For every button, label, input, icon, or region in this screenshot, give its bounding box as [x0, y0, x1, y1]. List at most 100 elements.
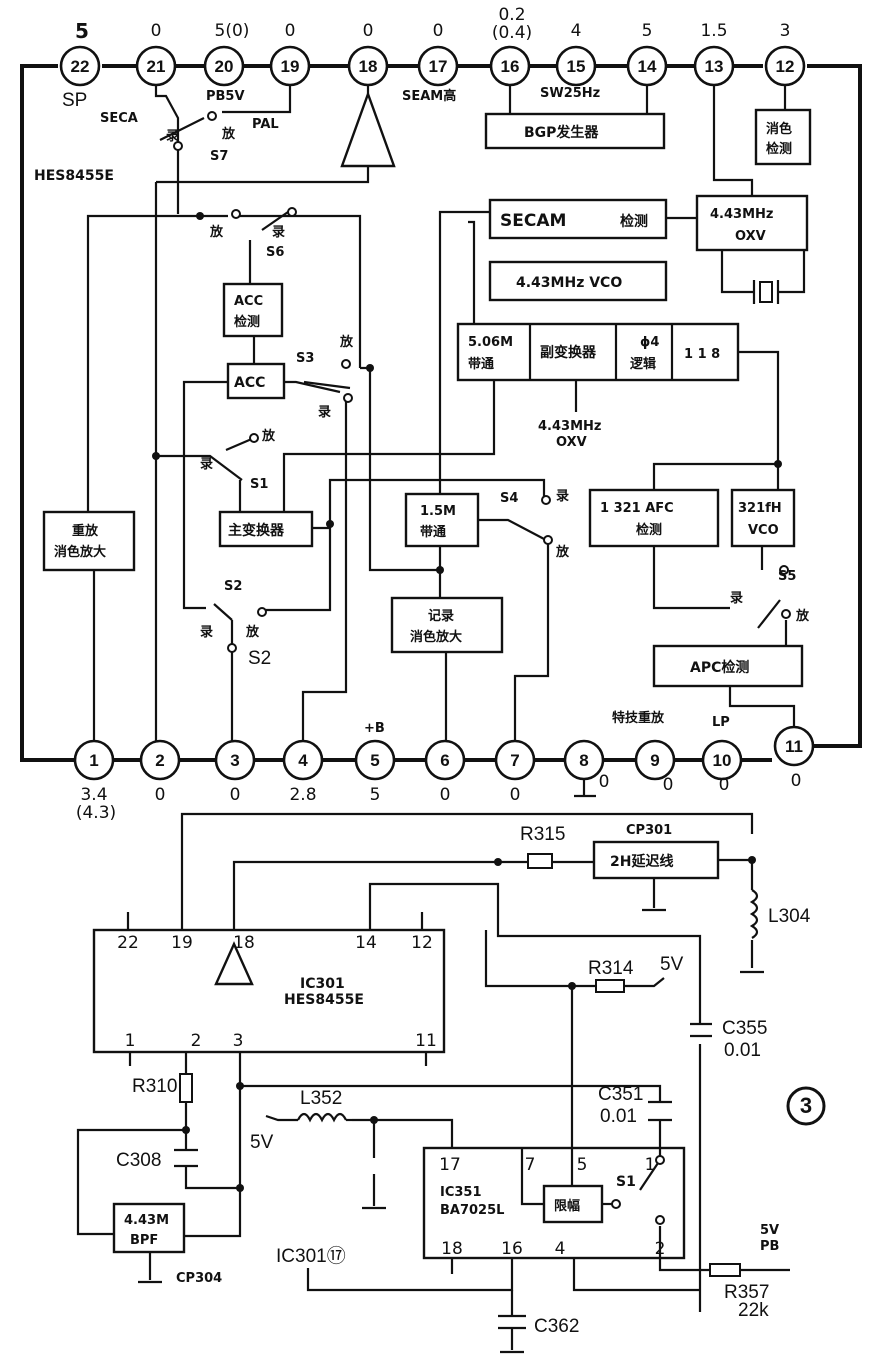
svg-text:OXV: OXV — [556, 435, 587, 450]
pin-number: 5 — [370, 751, 379, 770]
svg-text:R315: R315 — [520, 824, 565, 845]
svg-text:1: 1 — [125, 1031, 136, 1051]
pin-voltage: 5(0) — [215, 21, 250, 41]
subconverter-block: 5.06M 带通 副变换器 ϕ4 逻辑 1 1 8 — [456, 322, 740, 382]
svg-text:4.43MHz: 4.43MHz — [538, 419, 601, 434]
svg-text:0.01: 0.01 — [724, 1040, 761, 1061]
pin-number: 8 — [579, 751, 588, 770]
pin-voltage: 0 — [719, 775, 730, 795]
pin-number: 12 — [776, 57, 795, 76]
secam-detect-block: SECAM 检测 — [488, 198, 668, 240]
svg-text:副变换器: 副变换器 — [540, 344, 597, 361]
capacitor-c308: C308 — [116, 1148, 198, 1171]
top-pin-17: 17 0 SEAM高 — [402, 21, 459, 104]
pin-voltage: 0 — [440, 785, 451, 805]
switch-labels: SECA PAL 录 放 S7 放 录 S6 S3 放 录 放 录 S1 S2 … — [100, 111, 810, 669]
pin-voltage: 3.4 — [80, 785, 107, 805]
svg-text:CP304: CP304 — [176, 1271, 222, 1286]
svg-text:逻辑: 逻辑 — [630, 356, 656, 372]
pin-voltage: 0 — [791, 771, 802, 791]
ic301-block: IC301 HES8455E 22 19 18 14 12 1 2 3 11 — [92, 928, 446, 1054]
pin-number: 10 — [713, 751, 732, 770]
svg-text:主变换器: 主变换器 — [228, 522, 285, 539]
svg-text:PB: PB — [760, 1239, 779, 1254]
svg-text:检测: 检测 — [620, 213, 648, 230]
svg-text:S4: S4 — [500, 491, 518, 506]
top-pin-14: 14 5 — [626, 21, 668, 87]
pin-voltage: 0 — [663, 775, 674, 795]
svg-text:录: 录 — [730, 591, 743, 606]
svg-text:18: 18 — [233, 933, 255, 953]
svg-text:带通: 带通 — [468, 356, 494, 372]
bpf-block: 4.43M BPF CP304 — [112, 1202, 222, 1286]
svg-text:IC301: IC301 — [300, 976, 345, 992]
svg-text:BGP发生器: BGP发生器 — [524, 124, 599, 141]
chip-label: HES8455E — [34, 168, 114, 184]
pin-voltage: 0 — [510, 785, 521, 805]
svg-text:11: 11 — [415, 1031, 437, 1051]
pin-voltage: 0 — [363, 21, 374, 41]
top-pin-12: 12 3 — [764, 21, 806, 87]
svg-text:BPF: BPF — [130, 1233, 158, 1248]
svg-text:放: 放 — [245, 624, 260, 640]
svg-text:S5: S5 — [778, 569, 796, 584]
svg-text:S3: S3 — [296, 351, 314, 366]
inductor-l304: L304 — [749, 889, 811, 939]
pin-voltage: 2.8 — [289, 785, 316, 805]
resistor-r357: R357 22k 5V PB — [709, 1223, 779, 1321]
resistor-r315: R315 — [520, 824, 565, 869]
bottom-pin-8: 8 0 — [563, 739, 609, 798]
pin-number: 3 — [230, 751, 239, 770]
ic351-switch-contacts — [611, 1155, 665, 1225]
bottom-pin-1: 1 3.4 (4.3) — [73, 739, 116, 823]
bottom-pin-2: 2 0 — [139, 739, 181, 805]
svg-text:C351: C351 — [598, 1084, 643, 1105]
svg-text:HES8455E: HES8455E — [284, 992, 364, 1008]
pin-sublabel: SP — [62, 90, 87, 111]
svg-text:限幅: 限幅 — [554, 1198, 580, 1214]
inductor-l352: L352 5V — [250, 1088, 352, 1153]
pin-voltage: 0 — [230, 785, 241, 805]
svg-text:VCO: VCO — [748, 523, 779, 538]
svg-text:17: 17 — [439, 1155, 461, 1175]
pin-voltage: 4 — [571, 21, 582, 41]
svg-text:L304: L304 — [768, 906, 811, 927]
svg-text:CP301: CP301 — [626, 823, 672, 838]
capacitor-c351: C351 0.01 — [598, 1084, 672, 1127]
top-pin-16: 16 0.2 (0.4) — [489, 5, 532, 87]
ic351-block: IC351 BA7025L 17 7 5 1 18 16 4 2 限幅 S1 — [422, 1146, 686, 1260]
top-ic-outline: HES8455E — [20, 64, 862, 762]
bottom-pin-5: 5 5 +B — [354, 721, 396, 805]
svg-text:12: 12 — [411, 933, 433, 953]
apc-detect-block: APC检测 — [652, 644, 804, 688]
pin-number: 1 — [89, 751, 98, 770]
svg-text:录: 录 — [200, 625, 213, 640]
record-kill-amp-block: 记录 消色放大 — [390, 596, 504, 654]
capacitor-c362: C362 — [498, 1314, 579, 1337]
top-pin-22: 22 5 SP — [59, 19, 101, 111]
svg-text:放: 放 — [795, 608, 810, 624]
oxv-label: 4.43MHz OXV — [538, 419, 601, 450]
svg-text:记录: 记录 — [428, 609, 454, 624]
svg-text:C355: C355 — [722, 1018, 767, 1039]
pin-voltage-alt: (0.4) — [492, 23, 532, 43]
svg-text:S6: S6 — [266, 245, 284, 260]
top-pin-15: 15 4 SW25Hz — [540, 21, 600, 101]
svg-text:放: 放 — [261, 428, 276, 444]
svg-text:7: 7 — [525, 1155, 536, 1175]
svg-text:检测: 检测 — [766, 141, 792, 157]
svg-text:R357: R357 — [724, 1282, 769, 1303]
svg-text:录: 录 — [318, 405, 331, 420]
pin-number: 16 — [501, 57, 520, 76]
pin-voltage: 5 — [642, 21, 653, 41]
svg-text:3: 3 — [800, 1093, 812, 1118]
pin-number: 13 — [705, 57, 724, 76]
svg-text:录: 录 — [272, 225, 285, 240]
svg-text:放: 放 — [339, 334, 354, 350]
svg-text:S2: S2 — [248, 648, 271, 669]
svg-text:S1: S1 — [616, 1174, 636, 1190]
top-pin-20: 20 5(0) PB5V — [203, 21, 250, 104]
main-converter-block: 主变换器 — [218, 510, 314, 548]
pin-voltage: 0 — [151, 21, 162, 41]
